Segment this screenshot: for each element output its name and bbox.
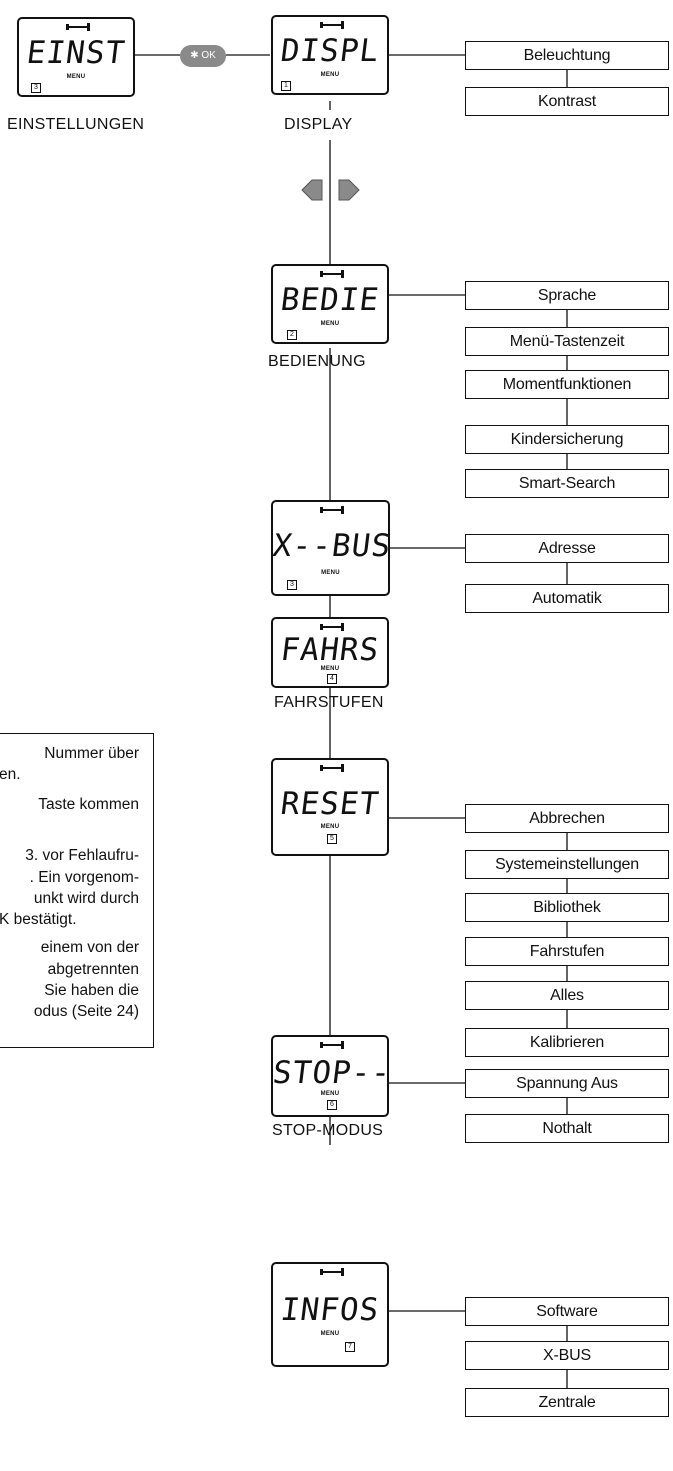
option-box: Software: [465, 1297, 669, 1326]
note-line: 3. vor Fehlaufru-: [25, 847, 139, 864]
menu-number: 5: [327, 834, 337, 844]
menu-label: MENU: [320, 824, 340, 830]
menu-number: 6: [327, 1100, 337, 1110]
option-box: Spannung Aus: [465, 1069, 669, 1098]
option-box: Adresse: [465, 534, 669, 563]
wrench-icon: [320, 623, 344, 631]
menu-label: MENU: [320, 72, 340, 78]
menu-label: MENU: [66, 74, 86, 80]
option-box: Smart-Search: [465, 469, 669, 498]
info-menu-display: INFOS MENU 7: [271, 1262, 389, 1367]
display-menu-display: DISPL MENU 1: [271, 15, 389, 95]
note-line: Nummer über: [44, 745, 139, 762]
option-box: Abbrechen: [465, 804, 669, 833]
menu-number: 7: [345, 1342, 355, 1352]
speed-steps-menu-display: FAHRS MENU 4: [271, 617, 389, 688]
display-caption: DISPLAY: [284, 116, 353, 133]
option-box: Fahrstufen: [465, 937, 669, 966]
option-box: X-BUS: [465, 1341, 669, 1370]
segment-text: X--BUS: [270, 528, 394, 564]
note-line: abgetrennten: [47, 961, 139, 978]
wrench-icon: [320, 1268, 344, 1276]
menu-label: MENU: [320, 666, 340, 672]
right-arrow-icon: [338, 179, 360, 201]
option-box: Kalibrieren: [465, 1028, 669, 1057]
segment-text: RESET: [278, 786, 382, 822]
speed-steps-caption: FAHRSTUFEN: [274, 694, 384, 711]
stop-mode-caption: STOP-MODUS: [272, 1122, 384, 1139]
option-box: Beleuchtung: [465, 41, 669, 70]
note-line: Taste kommen: [38, 796, 139, 813]
operation-caption: BEDIENUNG: [268, 353, 366, 370]
option-box: Alles: [465, 981, 669, 1010]
operation-menu-display: BEDIE MENU 2: [271, 264, 389, 344]
note-line: . Ein vorgenom-: [29, 869, 139, 886]
menu-label: MENU: [320, 321, 340, 327]
wrench-icon: [320, 21, 344, 29]
menu-number: 3: [31, 83, 41, 93]
note-line: einem von der: [40, 939, 139, 956]
note-line: en.: [0, 766, 21, 783]
segment-text: BEDIE: [278, 282, 382, 318]
wrench-icon: [320, 1041, 344, 1049]
ok-button: ✱ OK: [180, 45, 226, 67]
note-line: K bestätigt.: [0, 911, 77, 928]
menu-label: MENU: [320, 1091, 340, 1097]
option-box: Nothalt: [465, 1114, 669, 1143]
option-box: Kindersicherung: [465, 425, 669, 454]
segment-text: INFOS: [278, 1292, 382, 1328]
option-box: Bibliothek: [465, 893, 669, 922]
option-box: Momentfunktionen: [465, 370, 669, 399]
note-line: Sie haben die: [44, 982, 139, 999]
menu-number: 2: [287, 330, 297, 340]
xbus-menu-display: X--BUS MENU 3: [270, 500, 394, 596]
settings-display: EINST MENU 3: [17, 17, 135, 97]
note-line: odus (Seite 24): [33, 1003, 139, 1020]
option-box: Menü-Tastenzeit: [465, 327, 669, 356]
wrench-icon: [66, 23, 90, 31]
menu-number: 1: [281, 81, 291, 91]
segment-text: STOP--: [270, 1055, 394, 1091]
option-box: Zentrale: [465, 1388, 669, 1417]
wrench-icon: [320, 764, 344, 772]
segment-text: DISPL: [278, 33, 382, 69]
option-box: Systemeinstellungen: [465, 850, 669, 879]
segment-text: FAHRS: [278, 632, 382, 668]
menu-label: MENU: [321, 570, 340, 576]
menu-label: MENU: [320, 1331, 340, 1337]
menu-number: 3: [287, 580, 297, 590]
option-box: Sprache: [465, 281, 669, 310]
note-box: Nummer über en. Taste kommen 3. vor Fehl…: [0, 733, 154, 1048]
wrench-icon: [320, 506, 344, 514]
option-box: Kontrast: [465, 87, 669, 116]
wrench-icon: [320, 270, 344, 278]
reset-menu-display: RESET MENU 5: [271, 758, 389, 856]
stop-mode-menu-display: STOP-- MENU 6: [270, 1035, 394, 1117]
menu-number: 4: [327, 674, 337, 684]
note-line: unkt wird durch: [33, 890, 139, 907]
option-box: Automatik: [465, 584, 669, 613]
left-arrow-icon: [301, 179, 323, 201]
settings-caption: EINSTELLUNGEN: [7, 116, 145, 133]
segment-text: EINST: [24, 35, 128, 71]
